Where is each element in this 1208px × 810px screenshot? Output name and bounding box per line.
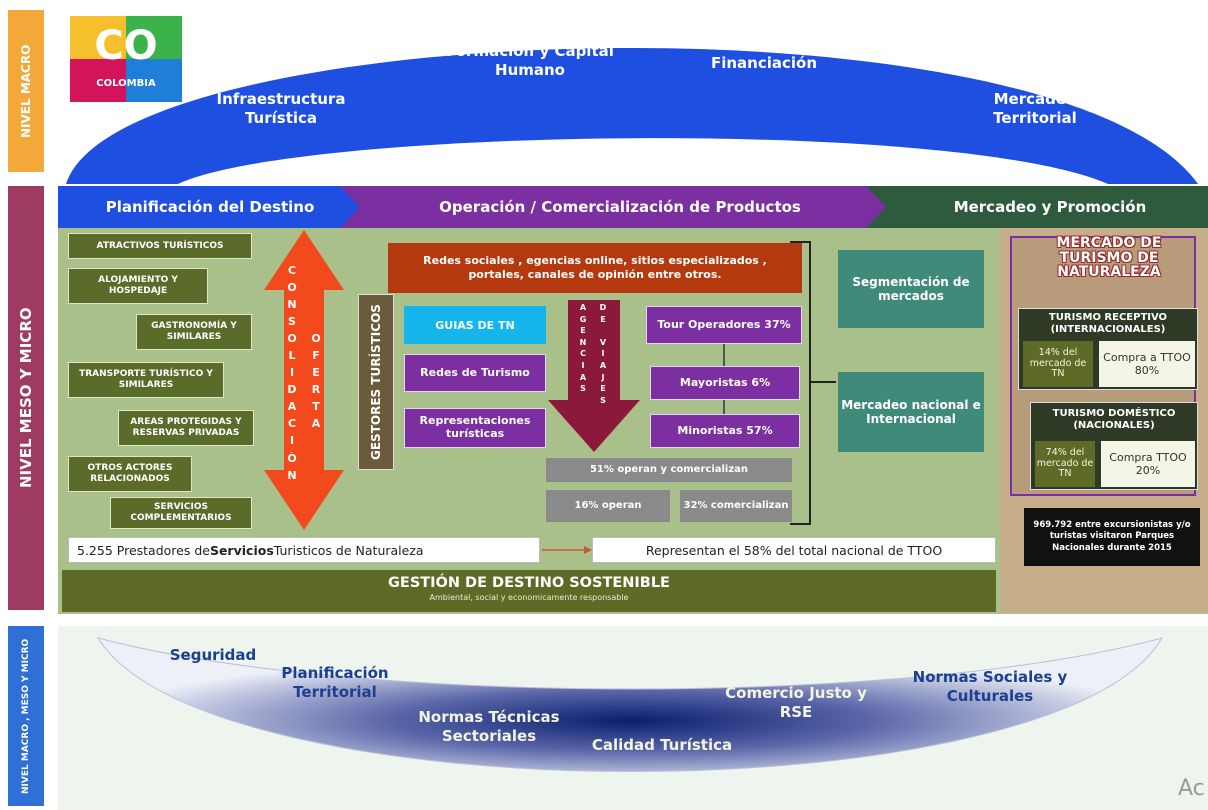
- box-alojamiento: ALOJAMIENTO Y HOSPEDAJE: [68, 268, 208, 304]
- consolidacion-arrow: [264, 230, 344, 530]
- segmentacion-box: Segmentación de mercados: [838, 250, 984, 328]
- receptivo-share: 14% del mercado de TN: [1023, 341, 1093, 387]
- band-planificacion: Planificación del Destino: [105, 198, 315, 216]
- parques-box: 969.792 entre excursionistas y/o turista…: [1024, 508, 1200, 566]
- receptivo-card: TURISMO RECEPTIVO (INTERNACIONALES) 14% …: [1018, 308, 1198, 390]
- prestadores-suffix: Turisticos de Naturaleza: [273, 542, 424, 558]
- connector-lines: [723, 241, 836, 525]
- mercadeo-nacional-box: Mercadeo nacional e Internacional: [838, 372, 984, 452]
- tour-operadores-box: Tour Operadores 37%: [646, 306, 802, 344]
- oferta-text: O F E R T A: [311, 332, 321, 431]
- band-operacion: Operación / Comercialización de Producto…: [439, 198, 801, 216]
- de-viajes-text: D E V I A J E S: [599, 303, 607, 405]
- level-label-macro: NIVEL MACRO: [8, 10, 44, 172]
- box-gastronomia: GASTRONOMÍA Y SIMILARES: [136, 314, 252, 350]
- box-areas: AREAS PROTEGIDAS Y RESERVAS PRIVADAS: [118, 410, 254, 446]
- level-label-bottom: NIVEL MACRO , MESO Y MICRO: [8, 626, 44, 806]
- infraestructura-label: Infraestructura Turística: [216, 90, 346, 127]
- mercado-title: MERCADO DE TURISMO DE NATURALEZA: [1056, 235, 1162, 281]
- prestadores-arrow: [542, 546, 592, 554]
- box-servicios: SERVICIOS COMPLEMENTARIOS: [110, 497, 252, 529]
- logo-text: CO: [94, 23, 158, 69]
- consolidacion-text: C O N S O L I D A C I Ò N: [287, 264, 297, 482]
- opera-comercializa-box: 51% operan y comercializan: [546, 458, 792, 482]
- operan-box: 16% operan: [546, 490, 670, 522]
- process-bands: [58, 186, 1208, 228]
- seguridad-label: Seguridad: [169, 646, 257, 664]
- mercadeo-territorial-label: Mercadeo Territorial: [993, 90, 1077, 127]
- macro-arc: [66, 48, 1198, 184]
- redes-sociales-box: Redes sociales , egencias online, sitios…: [388, 243, 802, 293]
- band-mercadeo: Mercadeo y Promoción: [953, 198, 1147, 216]
- comercio-justo-label: Comercio Justo y RSE: [725, 684, 867, 721]
- receptivo-title: TURISMO RECEPTIVO (INTERNACIONALES): [1048, 312, 1168, 335]
- domestico-compra: Compra TTOO 20%: [1101, 441, 1195, 487]
- representan-box: Representan el 58% del total nacional de…: [592, 537, 996, 563]
- representaciones-box: Representaciones turísticas: [404, 408, 546, 448]
- normas-sociales-label: Normas Sociales y Culturales: [912, 668, 1068, 705]
- level-label-meso: NIVEL MESO Y MICRO: [8, 186, 44, 610]
- logo-subtitle: COLOMBIA: [96, 78, 156, 89]
- domestico-share: 74% del mercado de TN: [1035, 441, 1095, 487]
- domestico-card: TURISMO DOMÉSTICO (NACIONALES) 74% del m…: [1030, 402, 1198, 490]
- mayoristas-box: Mayoristas 6%: [650, 366, 800, 400]
- calidad-turistica-label: Calidad Turística: [591, 736, 733, 754]
- gestion-title: GESTIÓN DE DESTINO SOSTENIBLE: [388, 575, 670, 591]
- box-atractivos: ATRACTIVOS TURÍSTICOS: [68, 233, 252, 259]
- gestores-turisticos: GESTORES TURÍSTICOS: [358, 294, 394, 470]
- gestion-subtitle: Ambiental, social y economicamente respo…: [429, 593, 629, 602]
- receptivo-compra: Compra a TTOO 80%: [1099, 341, 1195, 387]
- redes-turismo-box: Redes de Turismo: [404, 354, 546, 392]
- bottom-arc: [96, 637, 1164, 772]
- guias-tn-box: GUIAS DE TN: [404, 306, 546, 344]
- agencias-arrow: [548, 300, 640, 452]
- minoristas-box: Minoristas 57%: [650, 414, 800, 448]
- financiacion-label: Financiación: [710, 54, 818, 72]
- box-otros: OTROS ACTORES RELACIONADOS: [68, 456, 192, 492]
- watermark-text: Ac: [1178, 776, 1205, 801]
- gestion-bar: GESTIÓN DE DESTINO SOSTENIBLE Ambiental,…: [62, 570, 996, 612]
- prestadores-prefix: 5.255 Prestadores de: [77, 542, 210, 558]
- box-transporte: TRANSPORTE TURÍSTICO Y SIMILARES: [68, 362, 224, 398]
- normas-tecnicas-label: Normas Técnicas Sectoriales: [418, 708, 560, 745]
- prestadores-bold: Servicios: [209, 542, 274, 558]
- planificacion-territorial-label: Planificación Territorial: [281, 664, 389, 701]
- agencias-text: A G E N C I A S: [579, 303, 587, 394]
- comercializan-box: 32% comercializan: [680, 490, 792, 522]
- formacion-label: Formación y Capital Humano: [446, 42, 614, 79]
- prestadores-box: 5.255 Prestadores de Servicios Turistico…: [68, 537, 540, 563]
- colombia-logo: CO COLOMBIA: [70, 16, 182, 102]
- domestico-title: TURISMO DOMÉSTICO (NACIONALES): [1052, 408, 1176, 431]
